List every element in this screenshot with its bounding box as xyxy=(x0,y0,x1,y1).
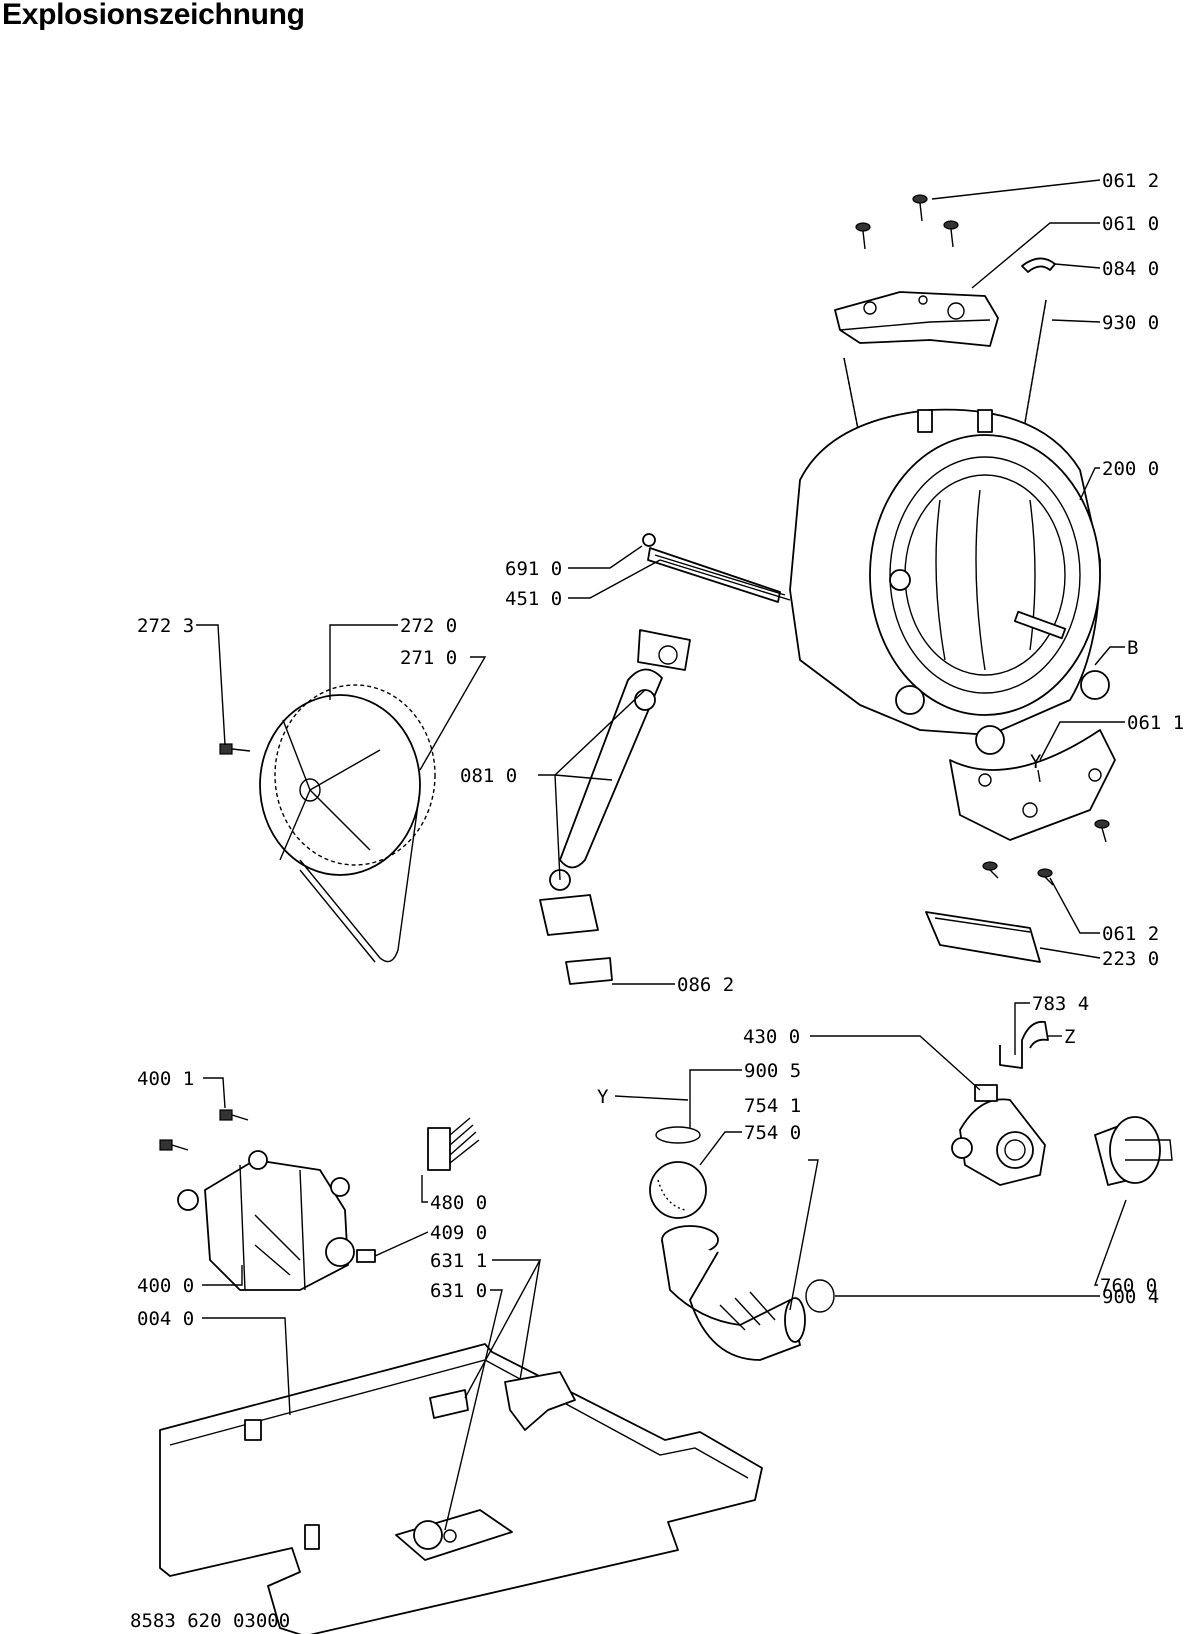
callout-label: 272 0 xyxy=(400,615,457,637)
callout-label: 900 5 xyxy=(744,1060,801,1082)
callout-label: 061 0 xyxy=(1102,213,1159,235)
screw-061-2-bottom-group xyxy=(982,819,1110,886)
screw-icon xyxy=(159,1139,189,1151)
callout-label: 930 0 xyxy=(1102,312,1159,334)
screw-icon xyxy=(943,220,959,248)
callout-label: 086 2 xyxy=(677,974,734,996)
callout-label: 760 0 xyxy=(1100,1275,1157,1297)
callout-label: 754 1 xyxy=(744,1095,801,1117)
door-lifter-223 xyxy=(925,911,1041,963)
callout-label: 631 0 xyxy=(430,1280,487,1302)
page-title: Explosionszeichnung xyxy=(2,0,305,31)
screw-icon xyxy=(982,861,999,879)
ball-valve-754-1 xyxy=(649,1161,707,1219)
callout-label: Z xyxy=(1064,1026,1075,1048)
drive-belt xyxy=(299,789,421,963)
screw-icon xyxy=(912,194,928,222)
callout-label: 061 1 xyxy=(1127,712,1184,734)
callout-label: 061 2 xyxy=(1102,923,1159,945)
callout-label: 631 1 xyxy=(430,1250,487,1272)
callout-label: B xyxy=(1127,637,1138,659)
drum-pulley xyxy=(259,684,436,876)
callout-label: 272 3 xyxy=(137,615,194,637)
base-frame xyxy=(159,1343,763,1634)
spring-right xyxy=(1021,299,1047,441)
callout-label: 061 2 xyxy=(1102,170,1159,192)
drain-pump xyxy=(951,1084,1046,1186)
pulley-screw xyxy=(219,743,251,755)
motor-connector-480 xyxy=(427,1117,480,1171)
callout-label: 900 4 xyxy=(1102,1286,1159,1308)
callout-label: 200 0 xyxy=(1102,458,1159,480)
elbow-783 xyxy=(999,1020,1049,1069)
sump-hose-754-0 xyxy=(661,1225,806,1361)
callout-label: 400 0 xyxy=(137,1275,194,1297)
screw-icon xyxy=(1037,868,1054,886)
callout-labels: 061 2 061 0 084 0 930 0 200 0 691 0 451 … xyxy=(130,170,1184,1632)
callout-label: 004 0 xyxy=(137,1308,194,1330)
callout-label: 409 0 xyxy=(430,1222,487,1244)
callout-label: 084 0 xyxy=(1102,258,1159,280)
o-ring-900-5 xyxy=(655,1126,701,1144)
callout-label: 223 0 xyxy=(1102,948,1159,970)
callout-label: 783 4 xyxy=(1032,993,1089,1015)
screw-icon xyxy=(855,222,871,250)
callout-label: Y xyxy=(597,1086,609,1108)
callout-label: 430 0 xyxy=(743,1026,800,1048)
screw-icon xyxy=(1094,819,1110,843)
hose-clip-084 xyxy=(1021,257,1056,273)
motor xyxy=(177,1150,355,1291)
counterweight-top xyxy=(834,291,999,347)
pump-filter xyxy=(1094,1116,1173,1186)
screw-061-2-top-group xyxy=(855,194,959,250)
callout-label: 754 0 xyxy=(744,1122,801,1144)
leader-lines xyxy=(196,179,1127,1531)
screw-icon xyxy=(219,1109,249,1121)
connector-409 xyxy=(356,1249,376,1263)
callout-label: 271 0 xyxy=(400,647,457,669)
callout-label: 691 0 xyxy=(505,558,562,580)
callout-label: 400 1 xyxy=(137,1068,194,1090)
callout-label: 451 0 xyxy=(505,588,562,610)
tub-assembly xyxy=(789,408,1110,755)
callout-label: Y xyxy=(1030,751,1042,773)
document-number: 8583 620 03000 xyxy=(130,1610,290,1632)
hose-clamp-900-4 xyxy=(805,1279,835,1313)
callout-label: 081 0 xyxy=(460,765,517,787)
shock-absorber xyxy=(539,629,691,985)
callout-label: 480 0 xyxy=(430,1192,487,1214)
heating-element xyxy=(642,533,791,603)
counterweight-lower xyxy=(949,729,1116,841)
